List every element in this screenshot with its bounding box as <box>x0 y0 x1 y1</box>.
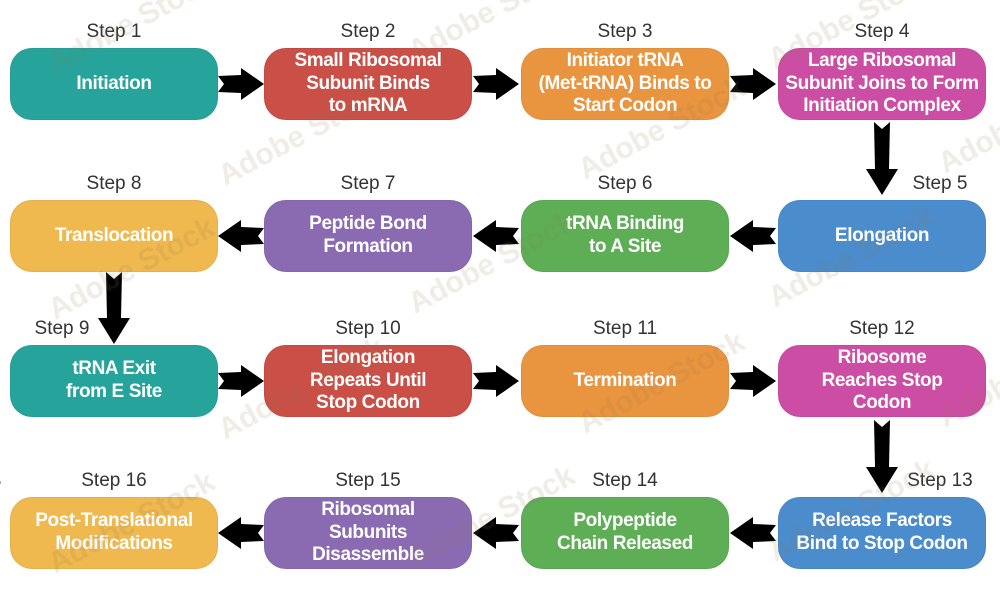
step-9-text: tRNA Exit from E Site <box>66 358 162 402</box>
step-10-label: Step 10 <box>335 318 401 339</box>
step-10: Step 10 Elongation Repeats Until Stop Co… <box>264 318 472 417</box>
arrow-left-icon <box>730 517 776 549</box>
arrow-left-icon <box>473 517 519 549</box>
step-6: Step 6 tRNA Binding to A Site <box>521 173 729 272</box>
arrow-right-icon <box>218 365 264 397</box>
step-6-label: Step 6 <box>597 173 653 194</box>
step-11-box: Termination <box>521 345 729 417</box>
step-4: Step 4 Large Ribosomal Subunit Joins to … <box>778 21 986 120</box>
step-3-text: Initiator tRNA (Met-tRNA) Binds to Start… <box>538 49 712 117</box>
step-4-label: Step 4 <box>854 21 910 42</box>
step-8-box: Translocation <box>10 200 218 272</box>
step-5: Step 5 Elongation <box>778 173 986 272</box>
step-13-label: Step 13 <box>907 470 973 491</box>
arrow-down-icon <box>866 122 898 195</box>
arrow-right-icon <box>218 68 264 100</box>
step-7: Step 7 Peptide Bond Formation <box>264 173 472 272</box>
step-4-text: Large Ribosomal Subunit Joins to Form In… <box>785 49 979 117</box>
step-16-box: Post-Translational Modifications <box>10 497 218 569</box>
step-5-text: Elongation <box>834 224 930 246</box>
step-16-label: Step 16 <box>81 470 147 491</box>
step-6-text: tRNA Binding to A Site <box>566 213 684 257</box>
step-4-box: Large Ribosomal Subunit Joins to Form In… <box>778 48 986 120</box>
step-13-box: Release Factors Bind to Stop Codon <box>778 497 986 569</box>
step-1-text: Initiation <box>76 72 152 94</box>
arrow-left-icon <box>730 220 776 252</box>
step-7-label: Step 7 <box>340 173 396 194</box>
step-13-text: Release Factors Bind to Stop Codon <box>796 510 968 554</box>
step-3: Step 3 Initiator tRNA (Met-tRNA) Binds t… <box>521 21 729 120</box>
step-11-label: Step 11 <box>592 318 658 339</box>
step-15-text: Ribosomal Subunits Disassemble <box>312 498 424 566</box>
arrow-right-icon <box>473 68 519 100</box>
step-14-box: Polypeptide Chain Released <box>521 497 729 569</box>
step-7-text: Peptide Bond Formation <box>309 213 427 257</box>
step-1-label: Step 1 <box>86 21 142 42</box>
step-2-label: Step 2 <box>340 21 396 42</box>
step-8-text: Translocation <box>54 224 174 246</box>
step-5-label: Step 5 <box>912 173 968 194</box>
arrow-left-icon <box>218 220 264 252</box>
step-8-label: Step 8 <box>86 173 142 194</box>
arrow-right-icon <box>473 365 519 397</box>
step-14-label: Step 14 <box>592 470 658 491</box>
step-2-text: Small Ribosomal Subunit Binds to mRNA <box>294 49 442 117</box>
step-14-text: Polypeptide Chain Released <box>557 510 693 554</box>
step-2: Step 2 Small Ribosomal Subunit Binds to … <box>264 21 472 120</box>
step-16-text: Post-Translational Modifications <box>35 510 193 554</box>
arrow-right-icon <box>730 68 776 100</box>
step-9-box: tRNA Exit from E Site <box>10 345 218 417</box>
arrow-left-icon <box>473 220 519 252</box>
step-9-label: Step 9 <box>34 318 90 339</box>
step-12-label: Step 12 <box>849 318 915 339</box>
step-11-text: Termination <box>573 369 677 391</box>
arrow-left-icon <box>218 517 264 549</box>
step-3-box: Initiator tRNA (Met-tRNA) Binds to Start… <box>521 48 729 120</box>
step-6-box: tRNA Binding to A Site <box>521 200 729 272</box>
step-14: Step 14 Polypeptide Chain Released <box>521 470 729 569</box>
step-12-box: Ribosome Reaches Stop Codon <box>778 345 986 417</box>
arrow-right-icon <box>730 365 776 397</box>
step-15-label: Step 15 <box>335 470 401 491</box>
step-1-box: Initiation <box>10 48 218 120</box>
arrow-down-icon <box>866 420 898 493</box>
step-8: Step 8 Translocation <box>10 173 218 272</box>
adobe-stock-id-watermark: Adobe Stock | #888271703 <box>0 379 2 596</box>
step-13: Step 13 Release Factors Bind to Stop Cod… <box>778 470 986 569</box>
step-10-box: Elongation Repeats Until Stop Codon <box>264 345 472 417</box>
step-5-box: Elongation <box>778 200 986 272</box>
arrow-down-icon <box>98 272 130 344</box>
step-7-box: Peptide Bond Formation <box>264 200 472 272</box>
step-15: Step 15 Ribosomal Subunits Disassemble <box>264 470 472 569</box>
step-16: Step 16 Post-Translational Modifications <box>10 470 218 569</box>
step-3-label: Step 3 <box>597 21 653 42</box>
step-2-box: Small Ribosomal Subunit Binds to mRNA <box>264 48 472 120</box>
step-10-text: Elongation Repeats Until Stop Codon <box>309 346 427 414</box>
step-12-text: Ribosome Reaches Stop Codon <box>821 346 943 414</box>
step-12: Step 12 Ribosome Reaches Stop Codon <box>778 318 986 417</box>
step-1: Step 1 Initiation <box>10 21 218 120</box>
step-11: Step 11 Termination <box>521 318 729 417</box>
step-9: Step 9 tRNA Exit from E Site <box>10 318 218 417</box>
step-15-box: Ribosomal Subunits Disassemble <box>264 497 472 569</box>
